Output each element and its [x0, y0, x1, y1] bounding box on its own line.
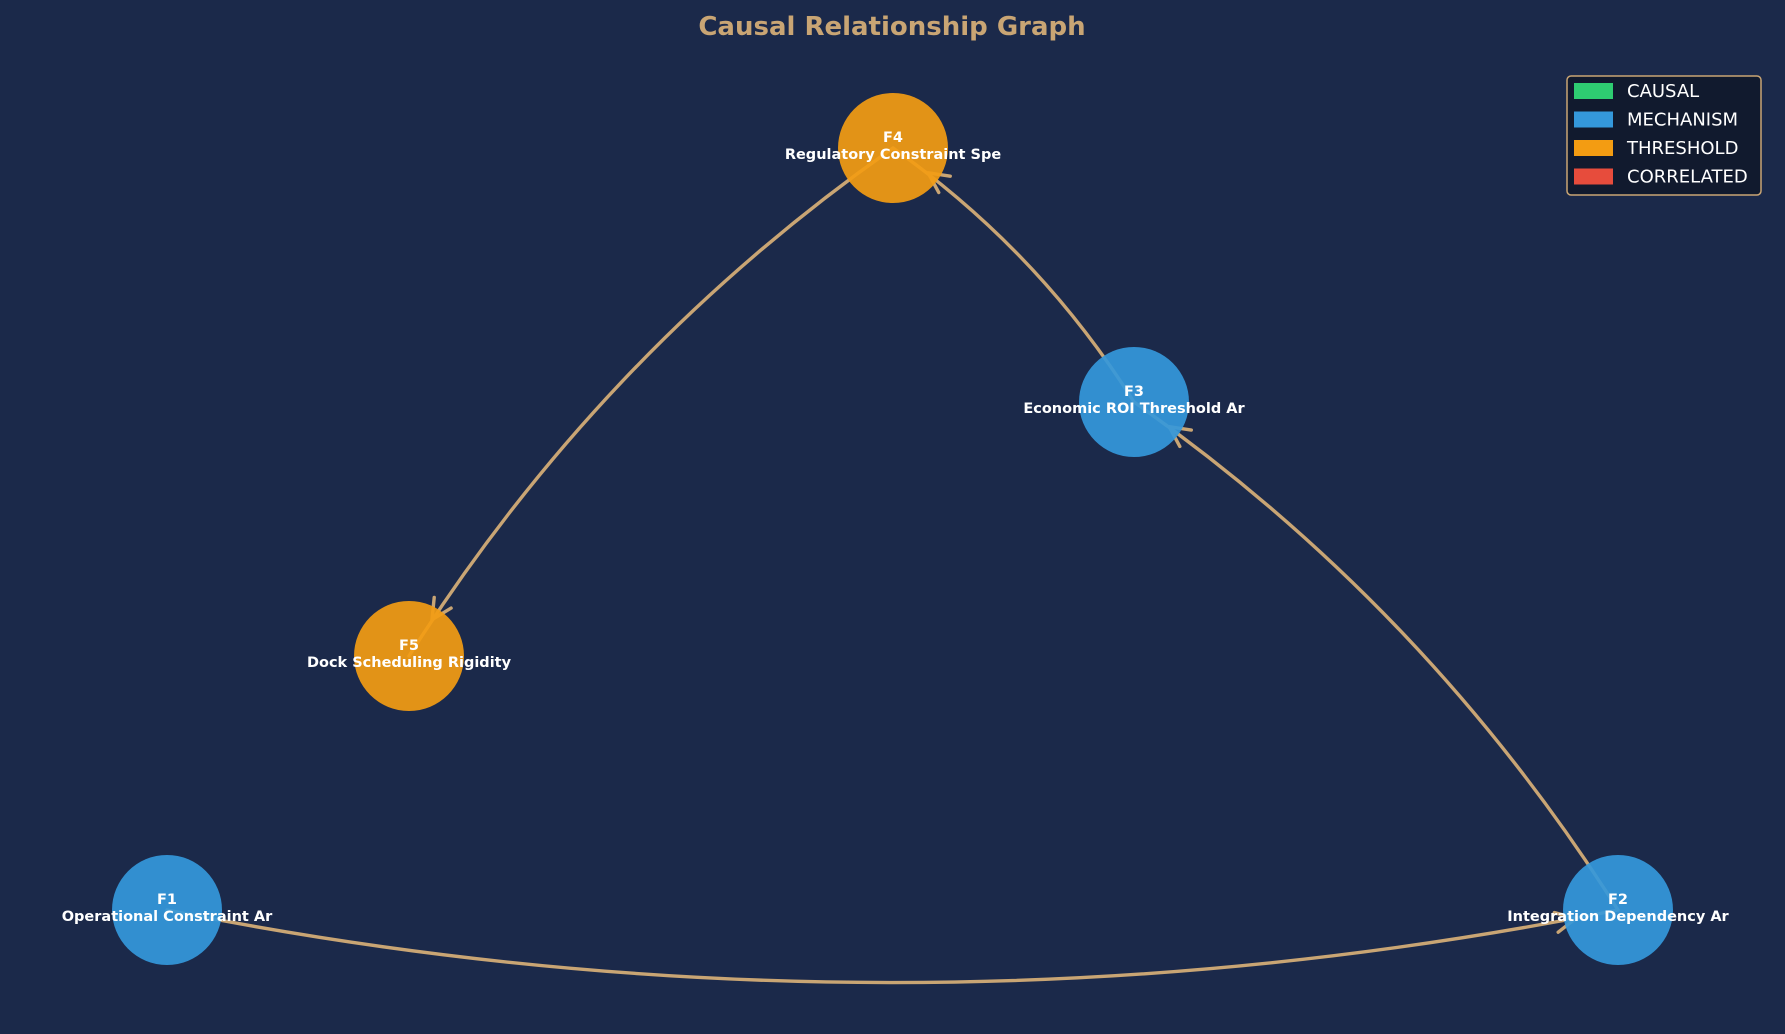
- node-id: F5: [399, 638, 419, 654]
- legend-swatch: [1574, 140, 1613, 156]
- legend-label: MECHANISM: [1627, 110, 1738, 131]
- legend-item-mechanism: MECHANISM: [1574, 110, 1738, 131]
- node-circle[interactable]: [112, 855, 222, 965]
- node-label: Regulatory Constraint Spe: [785, 147, 1002, 163]
- node-label: Integration Dependency Ar: [1507, 909, 1729, 925]
- edge-line: [1132, 400, 1620, 912]
- graph-title: Causal Relationship Graph: [698, 12, 1085, 42]
- node-id: F2: [1608, 892, 1628, 908]
- node-id: F3: [1124, 384, 1144, 400]
- legend-label: THRESHOLD: [1626, 138, 1738, 159]
- legend-item-threshold: THRESHOLD: [1574, 138, 1738, 159]
- legend-swatch: [1574, 83, 1613, 99]
- legend-label: CAUSAL: [1627, 81, 1699, 102]
- node-label: Dock Scheduling Rigidity: [307, 655, 512, 671]
- node-label: Operational Constraint Ar: [62, 909, 273, 925]
- node-id: F1: [157, 892, 177, 908]
- edge-line: [165, 908, 1620, 985]
- edge-line: [407, 146, 895, 658]
- legend-swatch: [1574, 168, 1613, 185]
- node-circle[interactable]: [354, 601, 464, 711]
- legend-swatch: [1574, 111, 1613, 128]
- node-id: F4: [883, 130, 903, 146]
- node-circle[interactable]: [1563, 855, 1673, 965]
- legend-item-correlated: CORRELATED: [1574, 167, 1748, 188]
- node-circle[interactable]: [1079, 347, 1189, 457]
- legend-item-causal: CAUSAL: [1574, 81, 1699, 102]
- legend-box: [1566, 75, 1762, 196]
- node-circle[interactable]: [838, 93, 948, 203]
- legend-label: CORRELATED: [1627, 167, 1748, 188]
- edges-layer: [165, 146, 1620, 985]
- legend: CAUSAL MECHANISM THRESHOLD CORRELATED: [1566, 75, 1762, 196]
- node-label: Economic ROI Threshold Ar: [1023, 401, 1245, 417]
